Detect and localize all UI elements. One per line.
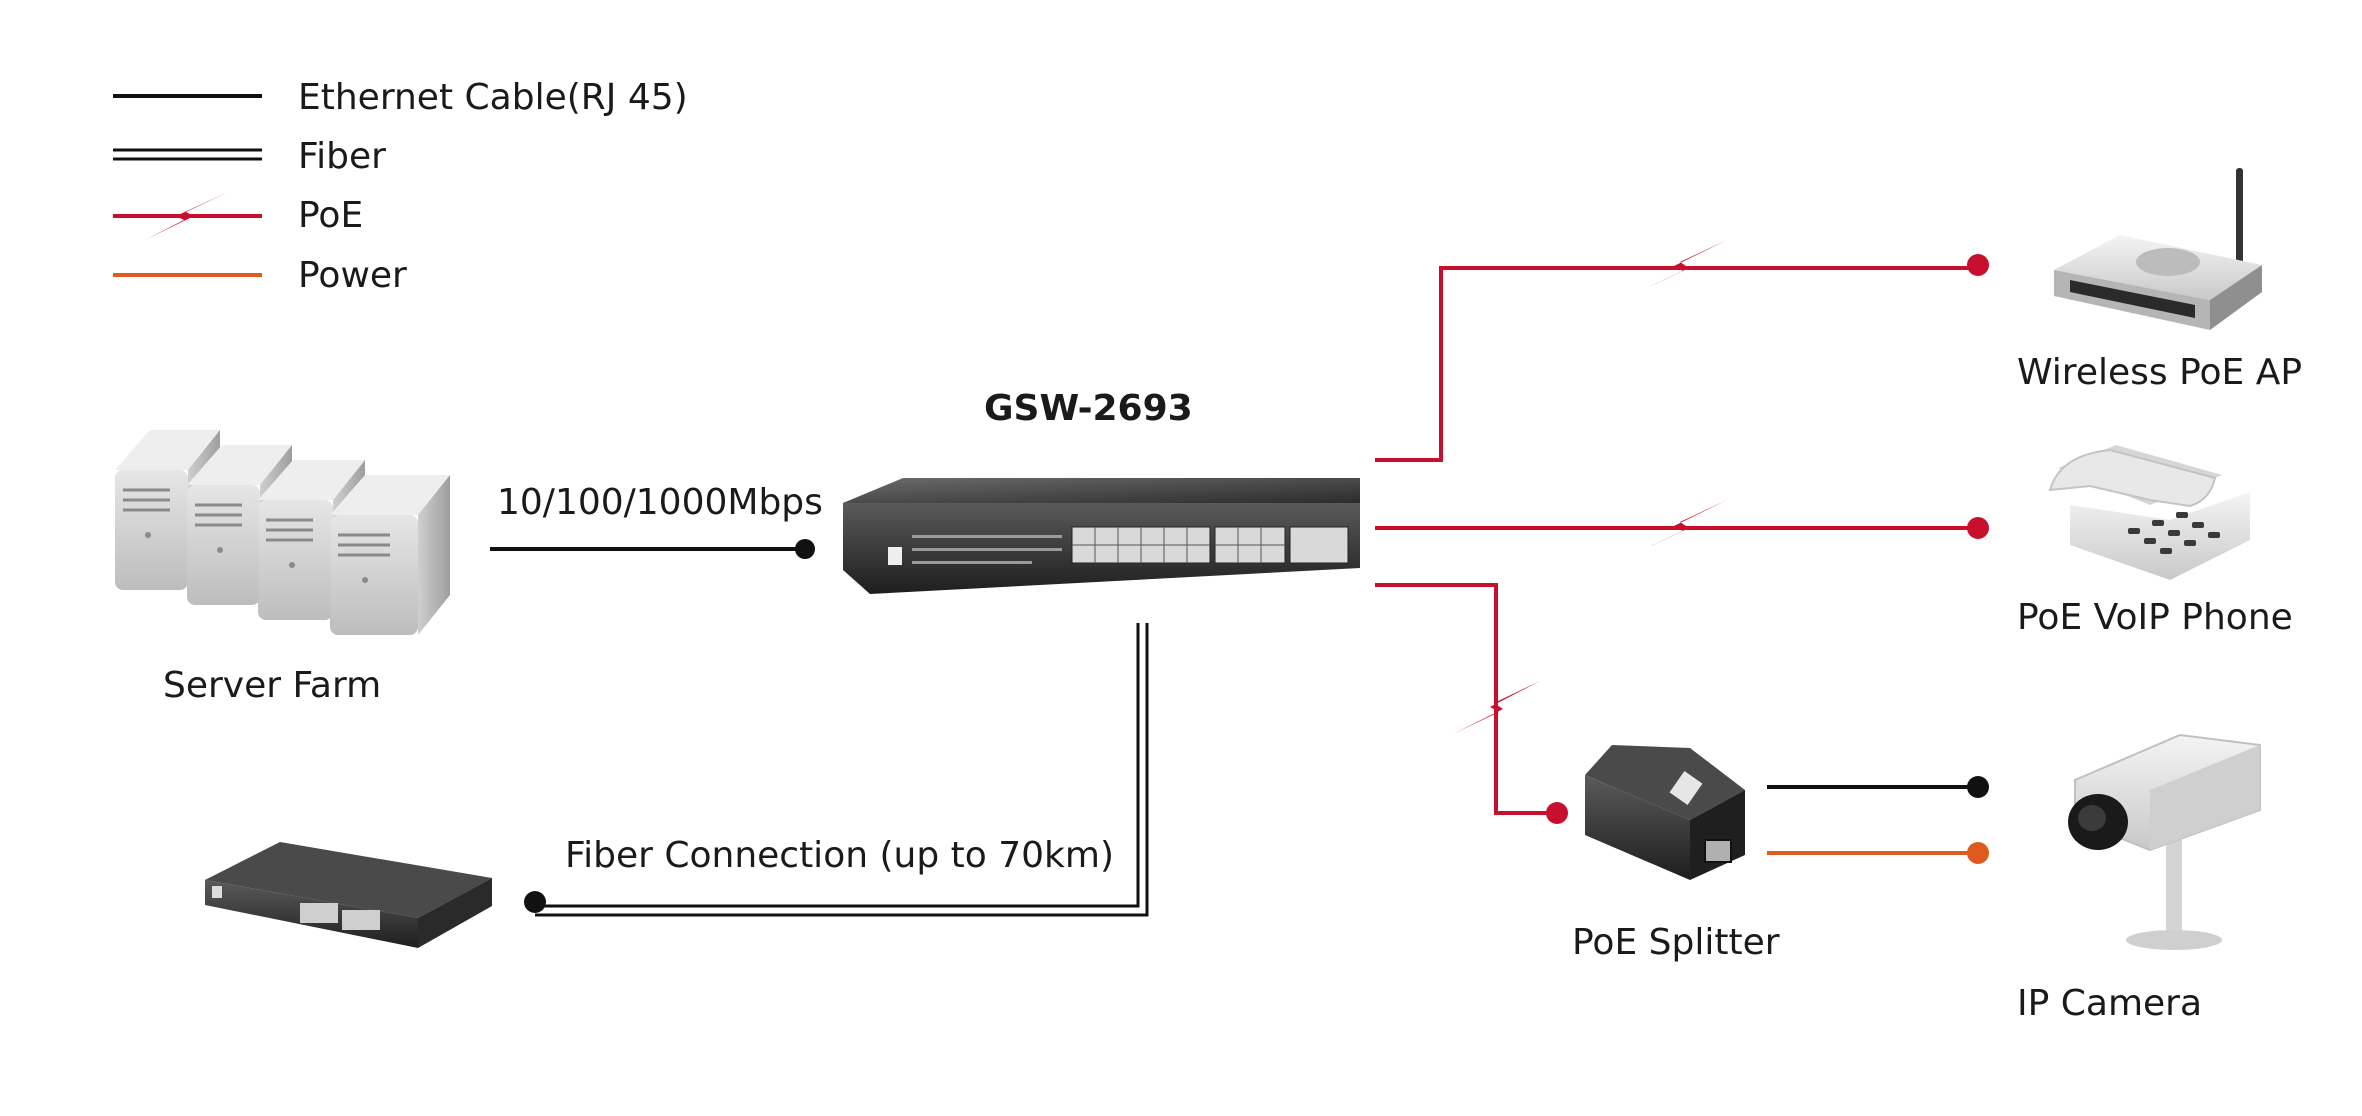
server-link-endpoint [795, 539, 815, 559]
server-farm-icon [115, 430, 450, 635]
lightning-bolt-icon [145, 192, 228, 240]
fiber-link [535, 623, 1149, 917]
legend-fiber-line [113, 148, 262, 161]
lightning-bolt-icon [1636, 500, 1727, 553]
voip-phone-icon [2048, 445, 2250, 580]
remote-switch-icon [205, 842, 492, 948]
lightning-bolt-icon [1453, 681, 1540, 734]
poe-splitter-endpoint [1546, 802, 1568, 824]
poe-splitter-label: PoE Splitter [1572, 922, 1780, 963]
logo-mark [888, 547, 902, 565]
legend-power-label: Power [298, 255, 407, 296]
poe-splitter-icon [1585, 745, 1745, 880]
fiber-link-endpoint [524, 891, 546, 913]
logo-mark [1669, 771, 1703, 805]
legend-ethernet-label: Ethernet Cable(RJ 45) [298, 77, 688, 118]
lightning-bolt-icon [1636, 240, 1727, 293]
server-farm-label: Server Farm [163, 665, 381, 706]
rj45-port [1704, 839, 1732, 863]
legend-fiber-label: Fiber [298, 136, 386, 177]
legend-poe-line [113, 192, 262, 240]
fiber-connection-label: Fiber Connection (up to 70km) [565, 835, 1114, 876]
legend-poe-label: PoE [298, 195, 363, 236]
poe-link-splitter [1375, 583, 1557, 815]
connections [490, 240, 1989, 917]
antenna [2236, 168, 2243, 278]
server-link-speed-label: 10/100/1000Mbps [497, 482, 823, 523]
ip-camera-icon [2068, 733, 2261, 950]
server-tower-4 [330, 475, 450, 635]
camera-mount [2166, 840, 2182, 935]
legend: Ethernet Cable(RJ 45) Fiber PoE Power [113, 77, 688, 296]
voip-phone-label: PoE VoIP Phone [2017, 597, 2293, 638]
remote-switch-ports [300, 903, 380, 930]
handset [2048, 448, 2217, 508]
camera-ethernet-endpoint [1967, 776, 1989, 798]
poe-ap-endpoint [1967, 254, 1989, 276]
poe-link-ap [1375, 266, 1978, 462]
keypad [2128, 512, 2220, 554]
wireless-ap-icon [2054, 168, 2262, 330]
gsw-2693-switch-icon [843, 478, 1360, 594]
camera-power-endpoint [1967, 842, 1989, 864]
wireless-ap-label: Wireless PoE AP [2017, 352, 2302, 393]
logo-mark [212, 886, 222, 898]
ip-camera-label: IP Camera [2017, 983, 2202, 1024]
switch-model-label: GSW-2693 [984, 388, 1193, 429]
poe-phone-endpoint [1967, 517, 1989, 539]
